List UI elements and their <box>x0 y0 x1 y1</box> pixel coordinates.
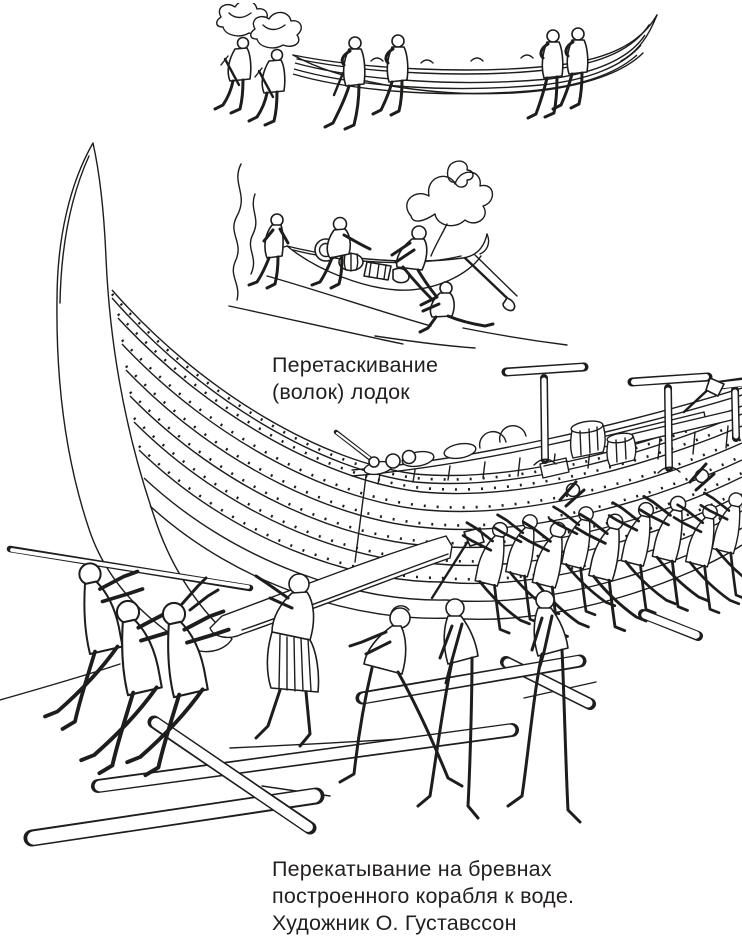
deck-axe <box>682 377 725 414</box>
striped-skirt-figure <box>254 573 320 748</box>
bow-pushers <box>43 561 231 778</box>
boat-carrier-1 <box>323 36 366 131</box>
left-pole <box>6 545 254 592</box>
loader-figure <box>310 216 372 290</box>
caption-portage: Перетаскивание (волок) лодок <box>272 352 438 406</box>
caption-rolling-line-3: Художник О. Густавссон <box>272 911 517 935</box>
mast-trestle-1 <box>501 362 589 466</box>
porter-with-pack-1 <box>213 3 268 115</box>
mast-trestle-2 <box>627 372 713 474</box>
smoke <box>232 160 494 301</box>
pushing-crowd <box>461 462 742 638</box>
roller-log-5 <box>638 609 703 641</box>
crouching-pusher <box>338 605 464 788</box>
rolling-ship-illustration <box>0 142 742 847</box>
hauling-boat-illustration <box>228 160 568 349</box>
log-carrier-1 <box>416 598 480 820</box>
roller-log-3 <box>147 715 317 835</box>
caption-portage-line-2: (волок) лодок <box>272 380 410 404</box>
bow-oar-and-knobs <box>333 429 417 469</box>
stern-oar <box>463 254 518 312</box>
caption-rolling-line-2: построенного корабля к воде. <box>272 884 575 908</box>
porter-with-pack-2 <box>247 11 302 127</box>
roller-log-2 <box>91 723 519 793</box>
pusher-figure-2 <box>418 281 495 334</box>
bow-beam <box>209 535 453 639</box>
carrying-boats-illustration <box>213 3 658 131</box>
ship-hull-strakes <box>110 289 742 621</box>
log-carrier-2 <box>506 590 582 824</box>
leaning-axe <box>430 527 485 600</box>
boat-carrier-2 <box>371 34 409 117</box>
ship-prow <box>56 142 233 653</box>
caption-rolling: Перекатывание на бревнах построенного ко… <box>272 856 574 937</box>
caption-rolling-line-1: Перекатывание на бревнах <box>272 857 552 881</box>
ground-slope <box>228 275 568 349</box>
puller-figure <box>247 213 290 290</box>
caption-portage-line-1: Перетаскивание <box>272 353 439 377</box>
boat-carrier-4 <box>551 27 589 111</box>
boat-carrier-3 <box>526 29 564 120</box>
